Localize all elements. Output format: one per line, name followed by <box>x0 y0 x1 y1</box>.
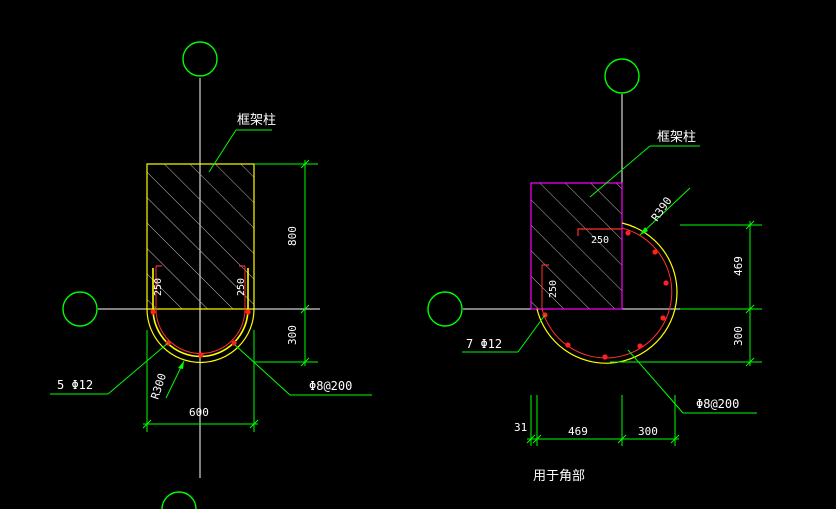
left-column-body <box>146 163 255 310</box>
right-side-axis-bubble <box>427 291 463 327</box>
right-stirrup-leader <box>627 349 684 414</box>
left-dim-width-label: 600 <box>189 406 209 419</box>
right-top-axis-bubble <box>604 58 640 94</box>
right-round-corner <box>536 222 678 364</box>
right-rebar-5 <box>637 343 643 349</box>
right-label-leader <box>589 145 651 198</box>
right-dim-a-label: 31 <box>514 421 527 434</box>
left-dim-tick-3 <box>300 357 310 367</box>
right-rebar-2 <box>652 249 658 255</box>
right-rebar-leader <box>517 314 546 353</box>
left-stirrup-label: Φ8@200 <box>309 379 352 393</box>
left-dim-round-label: 300 <box>286 325 299 345</box>
left-column-label: 框架柱 <box>237 113 276 128</box>
right-rebar-4 <box>660 315 666 321</box>
right-rebar-1 <box>625 230 631 236</box>
right-dim-tick-b <box>532 434 542 444</box>
left-rebar-label: 5 Φ12 <box>57 378 93 392</box>
left-column-round-end <box>146 308 255 364</box>
right-detail: 250 250 框架柱 R390 469 300 7 Φ12 Φ8@200 <box>427 58 762 484</box>
right-dim-upper-label: 469 <box>732 256 745 276</box>
left-bottom-axis-bubble <box>161 491 197 509</box>
left-dim-tick-4 <box>142 419 152 429</box>
right-hook-top-label: 250 <box>591 235 609 246</box>
right-rebar-label: 7 Φ12 <box>466 337 502 351</box>
right-dim-tick-3 <box>745 357 755 367</box>
right-caption: 用于角部 <box>533 469 585 484</box>
right-dim-tick-d <box>670 434 680 444</box>
right-dim-c-label: 300 <box>638 425 658 438</box>
left-dim-height-label: 800 <box>286 226 299 246</box>
right-rebar-7 <box>565 342 571 348</box>
right-radius-label: R390 <box>649 195 675 224</box>
left-rebar-5 <box>245 309 251 315</box>
right-stirrup-label: Φ8@200 <box>696 397 739 411</box>
left-hook-left-label: 250 <box>153 278 164 296</box>
right-radius-arrow <box>640 227 648 235</box>
left-rebar-leader <box>107 342 169 395</box>
right-hook-top <box>577 228 622 236</box>
right-column-body <box>530 182 623 310</box>
left-dim-tick-5 <box>249 419 259 429</box>
left-rebar-1 <box>150 309 156 315</box>
left-radius-arrow <box>178 361 184 369</box>
right-dim-b-label: 469 <box>568 425 588 438</box>
left-rebar-3 <box>198 352 204 358</box>
left-dim-tick-1 <box>300 159 310 169</box>
right-radius-leader <box>639 187 691 236</box>
right-dim-round-label: 300 <box>732 326 745 346</box>
right-rebar-6 <box>602 354 608 360</box>
left-hook-right-label: 250 <box>236 278 247 296</box>
right-dim-tick-2 <box>745 304 755 314</box>
right-dim-tick-a <box>526 434 536 444</box>
right-dim-tick-c <box>617 434 627 444</box>
left-label-leader <box>208 129 237 173</box>
left-rebar-4 <box>231 340 237 346</box>
left-detail: 250 250 框架柱 800 300 600 R300 5 Φ12 Φ8 <box>50 41 372 509</box>
left-dim-tick-2 <box>300 304 310 314</box>
left-top-axis-bubble <box>182 41 218 77</box>
left-radius-label: R300 <box>148 372 169 401</box>
left-side-axis-bubble <box>62 291 98 327</box>
right-dim-tick-1 <box>745 220 755 230</box>
left-stirrup-leader <box>234 344 291 396</box>
right-hook-left-label: 250 <box>548 280 559 298</box>
right-rebar-3 <box>663 280 669 286</box>
right-column-label: 框架柱 <box>657 130 696 145</box>
